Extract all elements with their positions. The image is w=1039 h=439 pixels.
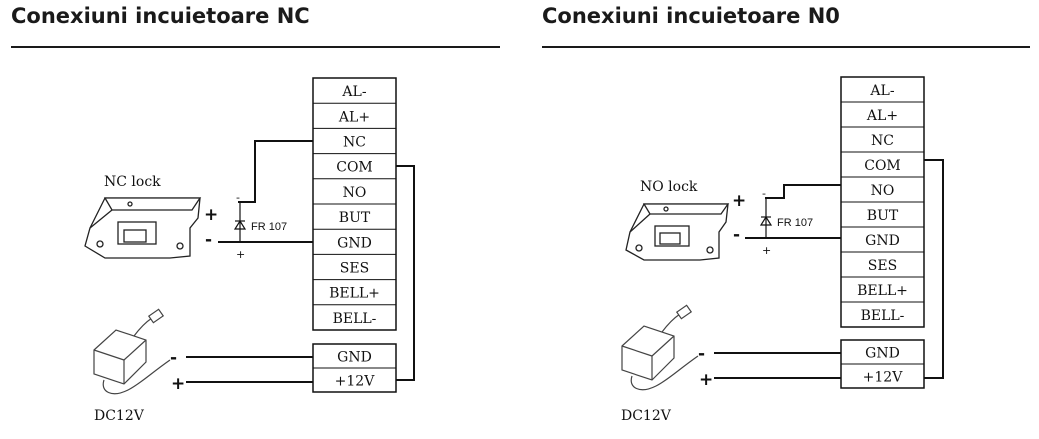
lock-minus-sign: - [733,225,740,245]
terminal-nc: NC [343,135,366,151]
terminal--plus12v: +12V [863,369,904,385]
terminal-but: BUT [867,208,899,224]
diode-minus: - [762,187,766,200]
diode-plus: + [236,248,245,261]
lock-plus-sign: + [204,205,218,225]
terminal-bell-minus: BELL- [333,311,377,327]
nc-lock-icon [84,197,202,259]
terminal-but: BUT [339,210,371,226]
title-no: Conexiuni incuietoare N0 [542,4,840,28]
lock-plus-sign: + [732,191,746,211]
terminal-bell-plus: BELL+ [329,286,380,302]
lock-label: NO lock [640,179,698,195]
terminal-no: NO [343,185,367,201]
terminal-al-minus: AL- [341,84,366,100]
terminal-al-minus: AL- [869,83,894,99]
terminal-al-plus: AL+ [866,108,898,124]
diode-icon [233,202,247,242]
power-terminal-block: GND +12V [840,339,925,389]
psu-label: DC12V [621,408,672,424]
com-to-12v-wire [924,159,944,379]
terminal-ses: SES [868,258,897,274]
terminal-no: NO [871,183,895,199]
psu-label: DC12V [94,408,145,424]
terminal-ses: SES [340,261,369,277]
psu-plus-sign: + [699,370,713,390]
psu-minus-sign: - [170,348,177,368]
diode-minus: - [236,191,240,204]
terminal-block: AL- AL+ NC COM NO BUT GND SES BELL+ BELL- [840,76,925,328]
com-to-12v-wire [396,165,415,381]
diagram-nc: AL- AL+ NC COM NO BUT GND SES BELL+ BELL- GND +12V… [84,77,415,424]
psu-plus-sign: + [171,374,185,394]
power-adapter-icon [621,304,699,391]
terminal-com: COM [336,160,373,176]
diode-label: FR 107 [777,217,813,229]
diode-label: FR 107 [251,221,287,233]
title-rule-left [11,46,500,48]
terminal-nc: NC [871,133,894,149]
terminal-com: COM [864,158,901,174]
terminal-al-plus: AL+ [338,109,370,125]
power-terminal-block: GND +12V [312,343,397,393]
title-nc: Conexiuni incuietoare NC [11,4,310,28]
diode-icon [759,198,773,238]
title-rule-right [542,46,1030,48]
lock-label: NC lock [104,174,161,190]
lock-minus-sign: - [205,230,212,250]
terminal-gnd: GND [865,345,900,361]
no-lock-icon [625,203,730,261]
terminal--plus12v: +12V [335,373,376,389]
psu-minus-sign: - [698,344,705,364]
terminal-gnd: GND [865,233,900,249]
terminal-block: AL- AL+ NC COM NO BUT GND SES BELL+ BELL- [312,77,397,331]
power-adapter-icon [93,308,171,395]
diode-plus: + [762,244,771,257]
nc-wire [238,140,313,203]
terminal-bell-plus: BELL+ [857,283,908,299]
terminal-gnd: GND [337,349,372,365]
diagram-no: AL- AL+ NC COM NO BUT GND SES BELL+ BELL- GND +12V… [621,76,944,424]
terminal-gnd: GND [337,235,372,251]
terminal-bell-minus: BELL- [861,308,905,324]
no-wire [765,184,841,199]
